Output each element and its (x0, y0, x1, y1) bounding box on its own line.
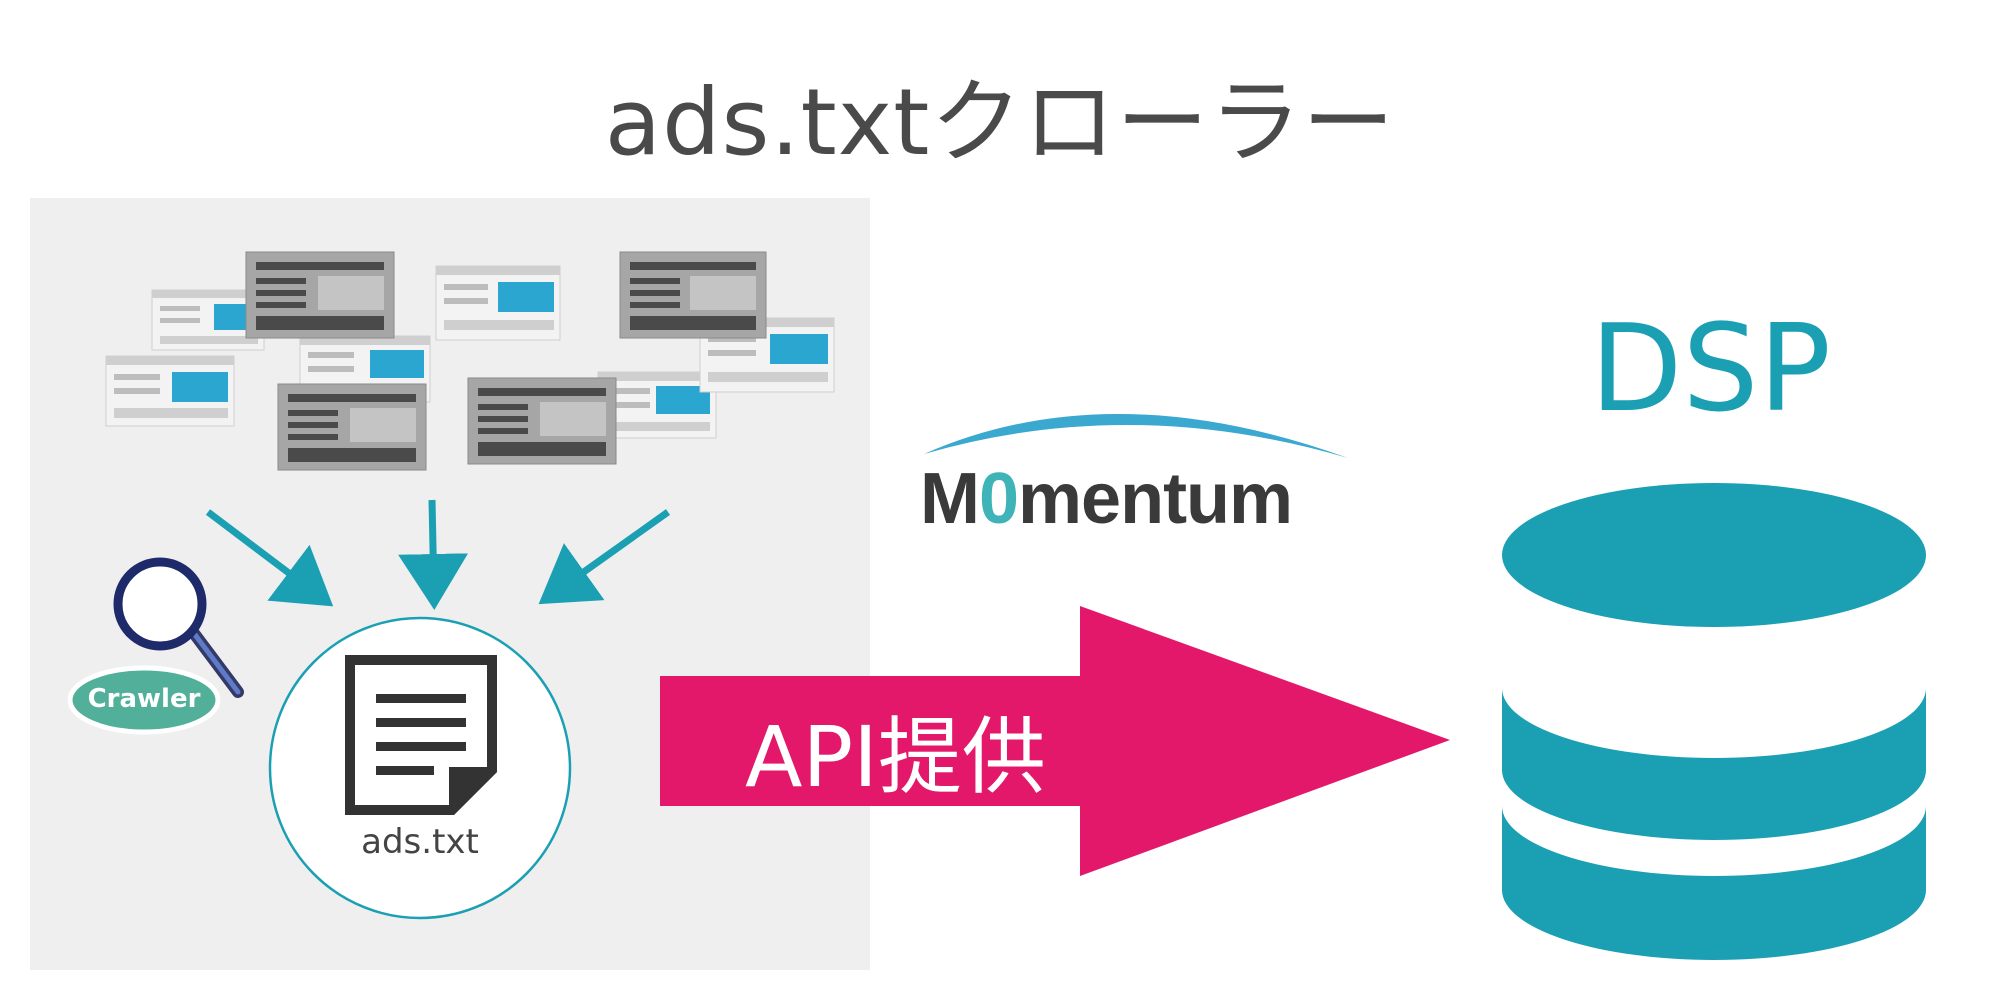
crawl-arrow-left (205, 509, 334, 607)
logo-suffix: mentum (1018, 459, 1293, 539)
api-arrow-label: API提供 (745, 708, 1046, 806)
web-page-thumbnails (105, 265, 835, 439)
ads-txt-label: ads.txt (361, 822, 479, 862)
web-page-icon (245, 251, 395, 339)
magnifier-icon (113, 557, 244, 698)
database-icon (1502, 483, 1926, 960)
web-page-icon (105, 355, 235, 427)
momentum-logo-swoosh (924, 413, 1348, 458)
web-page-icon (467, 377, 617, 465)
web-page-thumbnails-dark (245, 251, 767, 471)
web-page-icon (277, 383, 427, 471)
dsp-label: DSP (1590, 300, 1831, 439)
momentum-logo-wordmark: M0mentum (920, 458, 1293, 540)
logo-prefix: M (920, 459, 980, 539)
logo-zero: 0 (978, 459, 1019, 539)
web-page-icon (619, 251, 767, 339)
api-arrow (660, 606, 1450, 876)
crawler-badge (67, 665, 221, 735)
web-page-icon (597, 371, 717, 439)
crawl-arrow-center (398, 499, 469, 610)
page-title: ads.txtクローラー (604, 69, 1396, 176)
document-icon (345, 655, 497, 815)
web-page-icon (435, 265, 561, 341)
crawler-badge-label: Crawler (87, 684, 201, 714)
crawl-arrow-right (538, 509, 671, 605)
